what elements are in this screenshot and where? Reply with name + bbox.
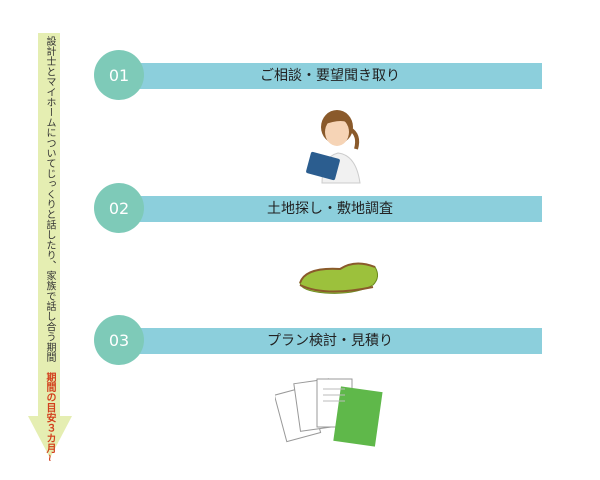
step-title: ご相談・要望聞き取り bbox=[260, 68, 400, 84]
timeline-arrow bbox=[28, 33, 72, 458]
step-title: プラン検討・見積り bbox=[267, 333, 393, 349]
step-3: 03 プラン検討・見積り bbox=[94, 315, 542, 365]
step-1: 01 ご相談・要望聞き取り bbox=[94, 50, 542, 100]
timeline-duration: 期間の目安３カ月~ bbox=[44, 371, 55, 462]
timeline-text: 設計士とマイホームについてじっくりと話したり、家族で話し合う期間 期間の目安３カ… bbox=[40, 36, 58, 462]
timeline-description: 設計士とマイホームについてじっくりと話したり、家族で話し合う期間 bbox=[44, 36, 55, 363]
step-number: 02 bbox=[94, 183, 144, 233]
step-number: 01 bbox=[94, 50, 144, 100]
land-fence-illustration bbox=[299, 262, 379, 294]
step-bar bbox=[118, 328, 542, 354]
step-bar bbox=[118, 63, 542, 89]
documents-illustration bbox=[275, 378, 383, 447]
step-title: 土地探し・敷地調査 bbox=[267, 201, 393, 217]
step-bar bbox=[118, 196, 542, 222]
consultant-illustration bbox=[306, 110, 361, 184]
step-2: 02 土地探し・敷地調査 bbox=[94, 183, 542, 233]
step-number: 03 bbox=[94, 315, 144, 365]
